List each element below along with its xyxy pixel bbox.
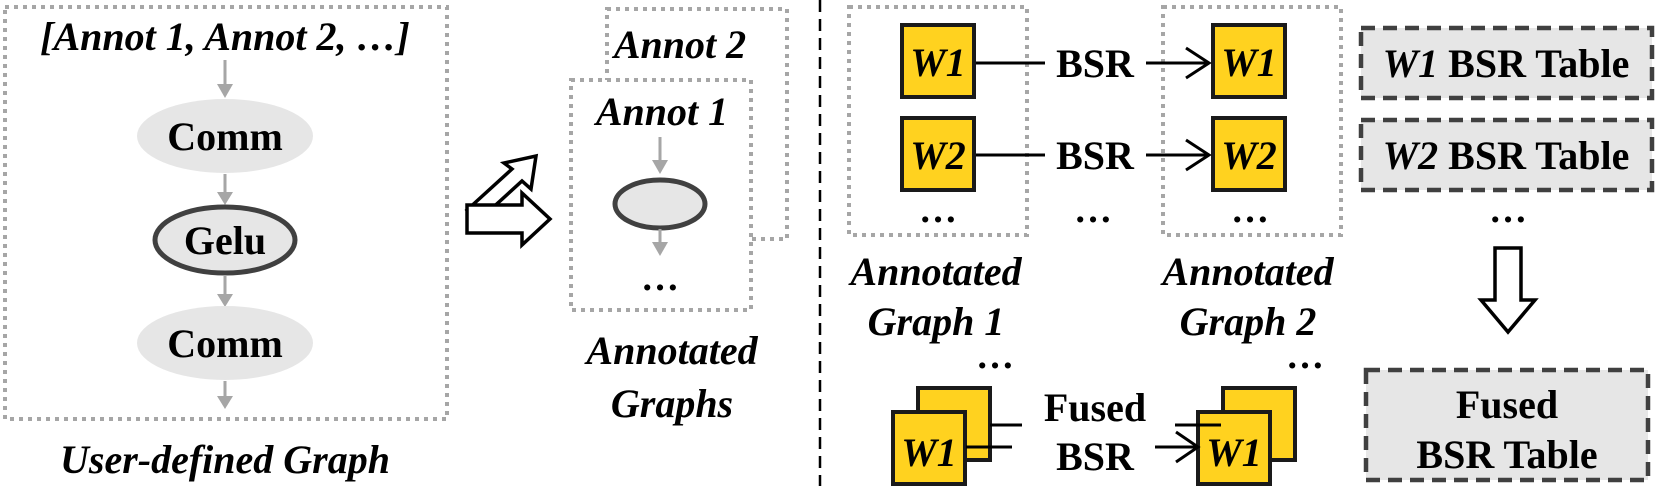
bsr-arrow-head [1185, 138, 1212, 172]
w2-block-graph1 [900, 116, 976, 192]
middle-ellipsis: … [1074, 189, 1112, 231]
annot-2-label: Annot 2 [611, 22, 746, 67]
fused-arrow-head [1175, 430, 1201, 464]
flow-arrow-head [652, 242, 668, 256]
caption2-ellipsis: … [1286, 335, 1324, 377]
w2-table-prefix: W2 [1383, 133, 1439, 178]
graph1-ellipsis: … [919, 189, 957, 231]
comm-node-bottom-label: Comm [167, 321, 283, 366]
tables-ellipsis: … [1489, 189, 1527, 231]
gelu-node-label: Gelu [184, 218, 266, 263]
comm-node-top [137, 99, 313, 173]
w1-table-prefix: W1 [1383, 41, 1439, 86]
fused-bsr-table-box [1363, 367, 1651, 483]
w2-label-graph2: W2 [1221, 133, 1277, 178]
comm-node-top-label: Comm [167, 114, 283, 159]
w1-block-graph1 [900, 23, 976, 99]
flow-arrow-head [217, 294, 233, 307]
bsr-arrow-head [1185, 46, 1212, 80]
w2-bsr-table-label: W2 BSR Table [1383, 133, 1630, 178]
annot-1-box [569, 78, 753, 312]
bsr-label-1: BSR [1056, 41, 1135, 86]
flow-arrow-head [217, 84, 233, 98]
annotated-graphs-caption-line2: Graphs [611, 381, 733, 426]
w1-stack-front-left [891, 410, 967, 486]
flow-arrow-head [217, 396, 233, 409]
annotated-graph-2-box [1161, 5, 1343, 237]
flow-arrow-head [217, 192, 233, 205]
gelu-node [152, 204, 298, 276]
annot-ellipsis: … [641, 257, 679, 299]
w1-bsr-table-label: W1 BSR Table [1383, 41, 1630, 86]
bsr-panel: W1 W2 … W1 W2 … BSR BSR … Annotated Grap… [847, 5, 1343, 486]
transform-arrows [464, 153, 553, 250]
w1-label-graph2: W1 [1221, 40, 1277, 85]
w2-bsr-table-box [1358, 117, 1655, 193]
w2-block-graph2 [1211, 116, 1287, 192]
fused-table-line1: Fused [1456, 382, 1558, 427]
w1-table-suffix: BSR Table [1438, 41, 1629, 86]
w1-stack-label-right: W1 [1206, 430, 1262, 475]
w1-label-graph1: W1 [910, 40, 966, 85]
annotated-graphs-caption-line1: Annotated [583, 328, 758, 373]
w1-block-graph2 [1211, 23, 1287, 99]
graph2-caption-line2: Graph 2 [1180, 299, 1317, 344]
bsr-tables-panel: W1 BSR Table W2 BSR Table … Fused BSR Ta… [1358, 25, 1655, 483]
comm-node-bottom [137, 306, 313, 380]
w1-stack-label-left: W1 [901, 430, 957, 475]
annots-list-label: [Annot 1, Annot 2, …] [40, 14, 410, 59]
w2-label-graph1: W2 [910, 133, 966, 178]
annotated-graph-1-box [847, 5, 1029, 237]
hollow-arrow-down-icon [1477, 246, 1539, 335]
caption1-ellipsis: … [976, 335, 1014, 377]
user-graph-caption: User-defined Graph [60, 437, 390, 482]
graph2-caption-line1: Annotated [1159, 249, 1334, 294]
graph2-ellipsis: … [1231, 189, 1269, 231]
fused-table-line2: BSR Table [1416, 432, 1597, 477]
w1-bsr-table-box [1358, 25, 1655, 101]
annot-1-label: Annot 1 [593, 89, 728, 134]
hollow-arrow-right-icon [465, 188, 553, 250]
annotated-node [612, 177, 708, 231]
w1-stack-front-right [1196, 410, 1272, 486]
user-defined-graph-panel: [Annot 1, Annot 2, …] Comm Gelu Comm Use… [3, 5, 449, 482]
graph1-caption-line2: Graph 1 [868, 299, 1005, 344]
bsr-label-2: BSR [1056, 133, 1135, 178]
annotated-graphs-panel: Annot 2 Annot 1 … Annotated Graphs [569, 7, 789, 426]
fused-bsr-line2: BSR [1056, 434, 1135, 479]
fused-bsr-line1: Fused [1044, 385, 1146, 430]
graph1-caption-line1: Annotated [847, 249, 1022, 294]
flow-arrow-head [652, 160, 668, 174]
w2-table-suffix: BSR Table [1438, 133, 1629, 178]
user-graph-box [3, 5, 449, 421]
